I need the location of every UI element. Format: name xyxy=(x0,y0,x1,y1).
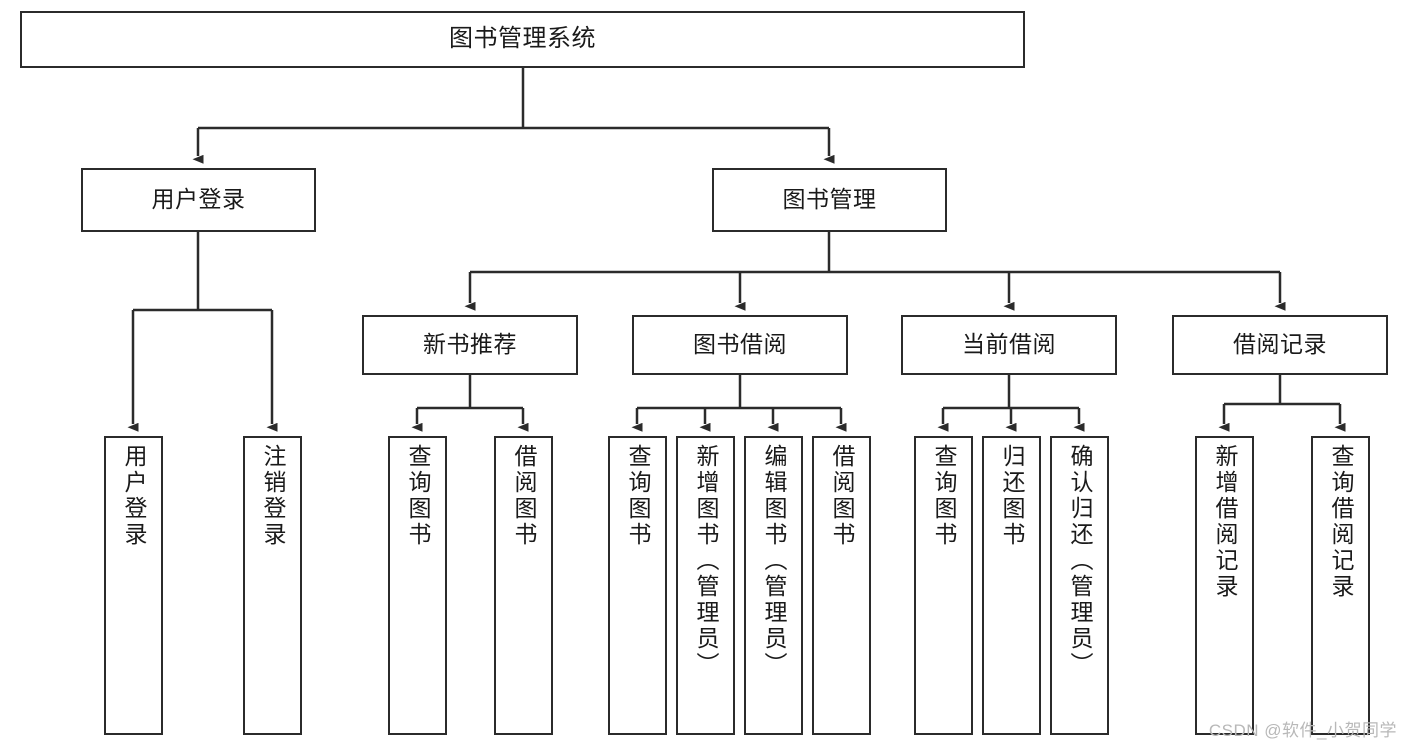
leaf-new-book-query-book[interactable]: 查询图书 xyxy=(388,436,447,735)
node-label: 注销登录 xyxy=(260,444,286,548)
node-label: 编辑图书（管理员） xyxy=(761,444,787,678)
node-label: 图书借阅 xyxy=(693,331,787,358)
leaf-current-borrow-query-book[interactable]: 查询图书 xyxy=(914,436,973,735)
leaf-user-login-login[interactable]: 用户登录 xyxy=(104,436,163,735)
leaf-borrow-record-add-record[interactable]: 新增借阅记录 xyxy=(1195,436,1254,735)
node-label: 借阅图书 xyxy=(829,444,855,548)
node-label: 借阅图书 xyxy=(511,444,537,548)
node-new-book-recommend[interactable]: 新书推荐 xyxy=(362,315,578,375)
node-label: 用户登录 xyxy=(151,186,246,213)
node-label: 借阅记录 xyxy=(1233,331,1327,358)
node-borrow-record[interactable]: 借阅记录 xyxy=(1172,315,1388,375)
node-label: 图书管理系统 xyxy=(449,25,596,53)
node-label: 当前借阅 xyxy=(962,331,1056,358)
node-label: 图书管理 xyxy=(782,186,877,213)
leaf-book-borrow-query-book[interactable]: 查询图书 xyxy=(608,436,667,735)
node-label: 查询图书 xyxy=(931,444,957,548)
node-label: 查询借阅记录 xyxy=(1328,444,1354,600)
node-label: 查询图书 xyxy=(405,444,431,548)
node-current-borrow[interactable]: 当前借阅 xyxy=(901,315,1117,375)
node-label: 归还图书 xyxy=(999,444,1025,548)
csdn-watermark: CSDN @软件_小贺同学 xyxy=(1208,721,1397,740)
leaf-book-borrow-edit-book-admin[interactable]: 编辑图书（管理员） xyxy=(744,436,803,735)
node-label: 新增借阅记录 xyxy=(1212,444,1238,600)
leaf-book-borrow-add-book-admin[interactable]: 新增图书（管理员） xyxy=(676,436,735,735)
leaf-user-login-logout[interactable]: 注销登录 xyxy=(243,436,302,735)
node-label: 新书推荐 xyxy=(423,331,517,358)
leaf-new-book-borrow-book[interactable]: 借阅图书 xyxy=(494,436,553,735)
node-root-book-management-system[interactable]: 图书管理系统 xyxy=(20,11,1025,68)
node-label: 用户登录 xyxy=(121,444,147,548)
node-label: 确认归还（管理员） xyxy=(1067,444,1093,678)
leaf-current-borrow-return-book[interactable]: 归还图书 xyxy=(982,436,1041,735)
node-label: 新增图书（管理员） xyxy=(693,444,719,678)
leaf-current-borrow-confirm-return-admin[interactable]: 确认归还（管理员） xyxy=(1050,436,1109,735)
leaf-book-borrow-borrow-book[interactable]: 借阅图书 xyxy=(812,436,871,735)
node-user-login[interactable]: 用户登录 xyxy=(81,168,316,232)
node-book-borrow[interactable]: 图书借阅 xyxy=(632,315,848,375)
leaf-borrow-record-query-record[interactable]: 查询借阅记录 xyxy=(1311,436,1370,735)
node-label: 查询图书 xyxy=(625,444,651,548)
node-book-management[interactable]: 图书管理 xyxy=(712,168,947,232)
